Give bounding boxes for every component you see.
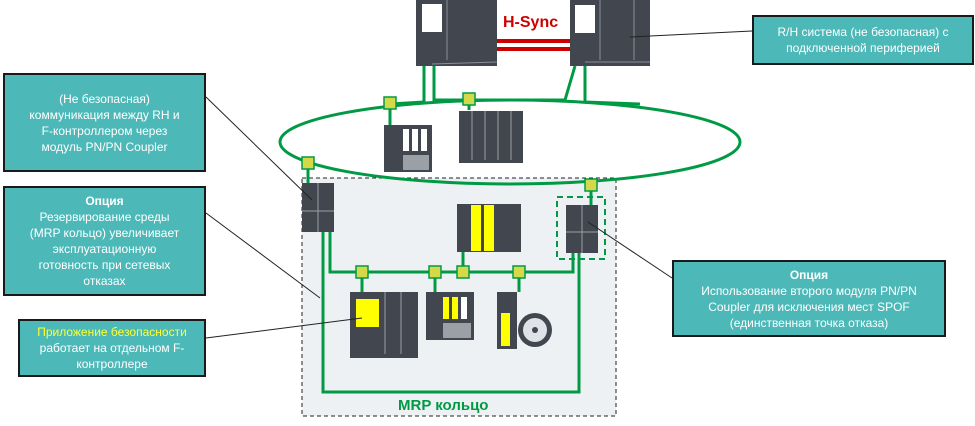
f-io-station bbox=[426, 292, 474, 340]
callout-line: готовность при сетевых bbox=[38, 258, 171, 272]
callout-line: (Не безопасная) bbox=[59, 91, 150, 106]
safety-io-rack bbox=[457, 204, 521, 252]
pn-coupler-1 bbox=[302, 183, 334, 232]
connectors bbox=[301, 92, 598, 279]
f-cpu bbox=[350, 292, 418, 358]
callout-line: работает на отдельном F- bbox=[39, 341, 185, 355]
callout-mrp-option: Опция Резервирование среды (MRP кольцо) … bbox=[3, 186, 206, 296]
callout-highlight: Приложение безопасности bbox=[37, 325, 187, 339]
rh-cpu-right bbox=[570, 0, 650, 66]
callout-line: Coupler для исключения мест SPOF bbox=[708, 299, 910, 314]
callout-safety-app: Приложение безопасности работает на отде… bbox=[18, 319, 206, 377]
callout-line: подключенной периферией bbox=[786, 41, 940, 55]
connector bbox=[428, 265, 442, 279]
callout-line: эксплуатационную bbox=[52, 242, 157, 256]
callout-line: отказах bbox=[83, 274, 126, 288]
connector bbox=[383, 96, 397, 110]
callout-title: Опция bbox=[85, 194, 124, 208]
callout-line: коммуникация между RH и bbox=[29, 107, 180, 122]
hsync-cables bbox=[497, 39, 570, 51]
rh-cpu-left bbox=[416, 0, 498, 66]
io-station-ring bbox=[384, 125, 432, 172]
connector bbox=[355, 265, 369, 279]
callout-spof-option: Опция Использование второго модуля PN/PN… bbox=[672, 260, 946, 337]
callout-line: контроллере bbox=[76, 357, 148, 371]
callout-rh-system: R/H система (не безопасная) с подключенн… bbox=[752, 15, 974, 65]
callout-line: Резервирование среды bbox=[39, 210, 170, 224]
callout-line: Использование второго модуля PN/PN bbox=[701, 283, 917, 298]
callout-coupler-comm: (Не безопасная) коммуникация между RH и … bbox=[3, 73, 206, 172]
connector bbox=[456, 265, 470, 279]
callout-line: (единственная точка отказа) bbox=[729, 315, 889, 330]
callout-line: (MRP кольцо) увеличивает bbox=[29, 226, 180, 240]
connector bbox=[512, 265, 526, 279]
rack-ring bbox=[459, 111, 523, 163]
callout-line: R/H система (не безопасная) с bbox=[777, 25, 949, 39]
connector bbox=[301, 156, 315, 170]
hsync-label: H-Sync bbox=[503, 14, 559, 31]
callout-line: модуль PN/PN Coupler bbox=[41, 139, 168, 154]
callout-line: F-контроллером через bbox=[41, 123, 168, 138]
rh-uplinks bbox=[389, 65, 641, 106]
coupler-2-redundancy-box bbox=[556, 196, 606, 260]
connector bbox=[462, 92, 476, 106]
drive-motor bbox=[497, 292, 552, 349]
callout-pointers bbox=[205, 30, 753, 339]
pn-coupler-2 bbox=[566, 205, 598, 253]
mrp-ring-label: MRP кольцо bbox=[398, 397, 489, 414]
callout-title: Опция bbox=[789, 267, 829, 282]
connector bbox=[584, 178, 598, 192]
